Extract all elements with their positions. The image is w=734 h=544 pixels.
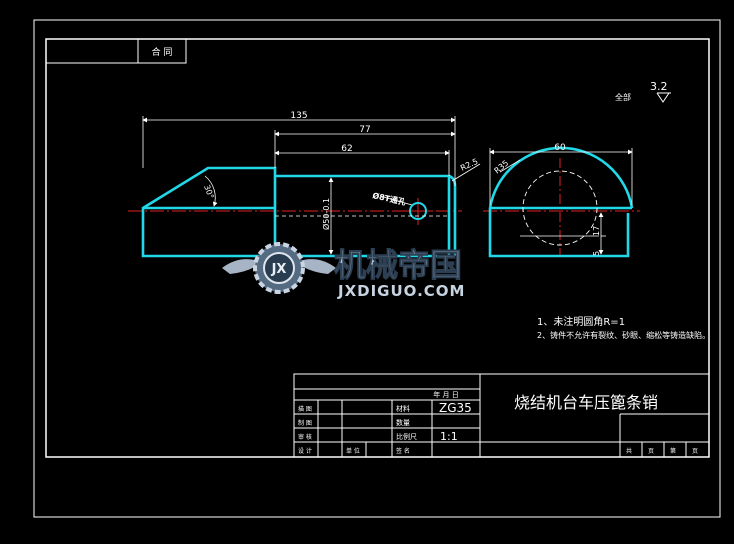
dim-17: 17	[592, 226, 601, 236]
dim-hole: Ø8T通孔	[372, 190, 407, 207]
roughness-icon	[656, 92, 671, 103]
roughness-value: 3.2	[650, 80, 668, 93]
dim-62: 62	[341, 144, 352, 154]
dim-angle: 30°	[202, 184, 215, 200]
wing-right-icon	[296, 259, 336, 274]
pin-front-view	[141, 166, 457, 258]
title-row-3: 设 计	[298, 447, 312, 455]
sheet-label-1: 页	[648, 448, 654, 455]
note-2: 2、铸件不允许有裂纹、砂眼、缩松等铸造缺陷。	[537, 330, 710, 340]
title-date-labels: 年 月 日	[433, 390, 458, 399]
title-extra-0: 单 位	[346, 447, 360, 455]
title-block	[293, 373, 710, 458]
title-part-name: 烧结机台车压篦条销	[514, 393, 658, 412]
title-scale: 1:1	[440, 430, 458, 443]
dim-77: 77	[359, 125, 370, 135]
header-box	[45, 38, 187, 64]
title-row-1: 制 图	[298, 419, 312, 427]
title-extra-1: 签 名	[396, 447, 410, 455]
sheet-label-2: 第	[670, 447, 676, 455]
side-view-bore	[522, 170, 598, 246]
header-box-label: 合 同	[152, 46, 173, 58]
sheet-label-0: 共	[626, 447, 632, 455]
pin-side-view	[488, 146, 634, 258]
wing-left-icon	[222, 259, 262, 274]
sheet-label-3: 页	[692, 448, 698, 455]
title-row-2: 审 核	[298, 433, 312, 441]
outer-frame	[33, 19, 721, 518]
watermark-en: JXDIGUO.COM	[337, 282, 465, 300]
title-material-label: 材料	[396, 404, 410, 413]
title-material: ZG35	[439, 401, 472, 415]
title-row-0: 描 图	[298, 405, 312, 413]
title-count-label: 数量	[396, 418, 410, 427]
watermark-badge: JX	[271, 262, 287, 277]
dim-60: 60	[554, 143, 566, 153]
watermark-cn: 机械帝国	[334, 246, 462, 284]
roughness-prefix: 全部	[615, 92, 631, 102]
through-hole	[409, 202, 427, 220]
note-1: 1、未注明圆角R=1	[537, 315, 625, 328]
dim-135: 135	[290, 111, 307, 121]
title-scale-label: 比例尺	[396, 432, 417, 441]
dim-5: 5	[592, 251, 601, 256]
watermark-logo: JX 机械帝国 JXDIGUO.COM	[222, 242, 465, 300]
dim-diameter: Ø50-0.1	[321, 198, 331, 230]
